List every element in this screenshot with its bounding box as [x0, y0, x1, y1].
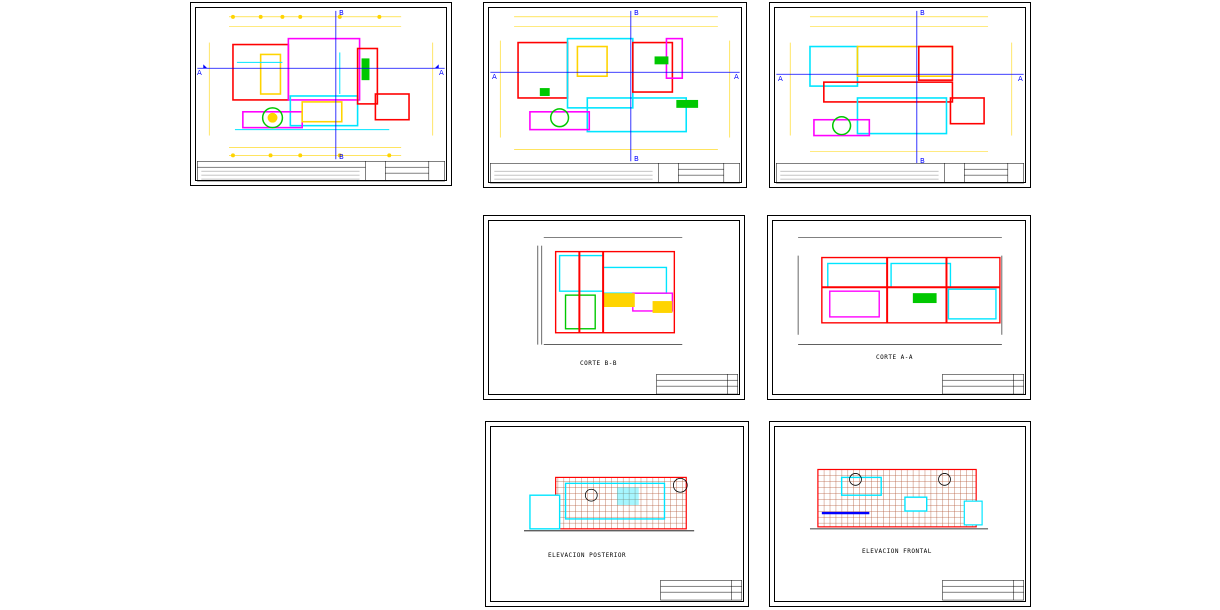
section-mark-a-left: A	[492, 73, 498, 81]
section-mark-a-right: A	[439, 69, 445, 77]
elevation-drawing	[809, 468, 1024, 601]
sheet-plan-3[interactable]: A A B B	[769, 2, 1031, 188]
floor-plan-drawing	[197, 10, 445, 182]
elevation-caption: ELEVACION FRONTAL	[862, 548, 932, 555]
sheet-section-aa[interactable]: CORTE A-A	[767, 215, 1031, 400]
section-mark-b-top: B	[634, 9, 640, 17]
section-mark-b-bottom: B	[634, 155, 640, 163]
floor-plan-drawing	[490, 10, 740, 184]
section-caption: CORTE B-B	[580, 360, 618, 367]
section-mark-b-bottom: B	[339, 153, 345, 161]
sheet-plan-2[interactable]: A A B B	[483, 2, 747, 188]
elevation-caption: ELEVACION POSTERIOR	[548, 552, 627, 559]
section-caption: CORTE A-A	[876, 354, 914, 361]
sheet-elevation-back[interactable]: ELEVACION POSTERIOR	[485, 421, 749, 607]
sheet-section-bb[interactable]: CORTE B-B	[483, 215, 745, 400]
section-mark-b-bottom: B	[920, 157, 926, 165]
section-mark-b-top: B	[339, 9, 345, 17]
section-drawing	[797, 237, 1024, 395]
section-mark-a-right: A	[734, 73, 740, 81]
section-mark-b-top: B	[920, 9, 926, 17]
elevation-drawing	[524, 476, 742, 601]
sheet-plan-1[interactable]: A A B B	[190, 2, 452, 186]
section-mark-a-left: A	[197, 69, 203, 77]
sheet-elevation-front[interactable]: ELEVACION FRONTAL	[769, 421, 1031, 607]
section-drawing	[537, 237, 738, 395]
section-mark-a-left: A	[778, 75, 784, 83]
floor-plan-drawing	[776, 10, 1024, 184]
section-mark-a-right: A	[1018, 75, 1024, 83]
